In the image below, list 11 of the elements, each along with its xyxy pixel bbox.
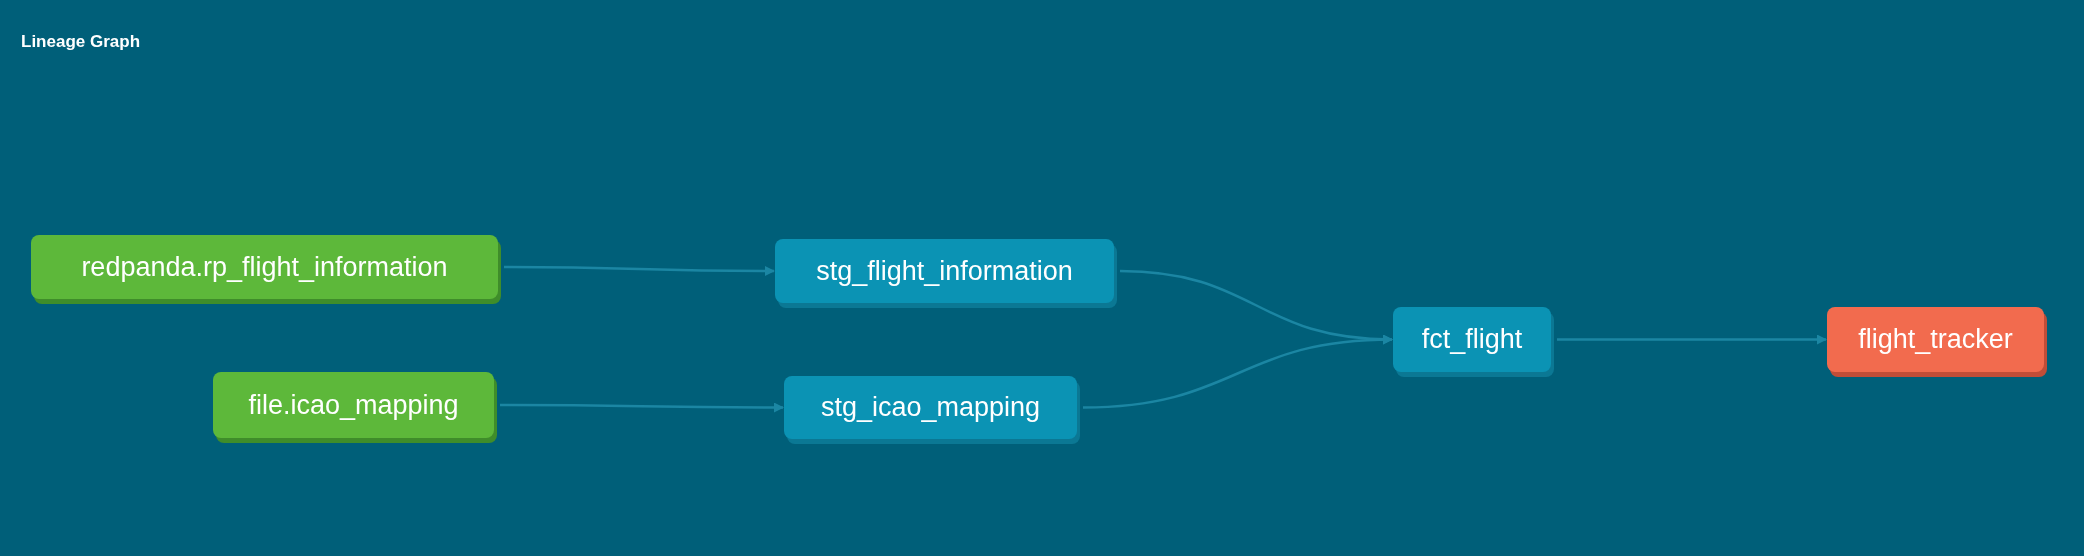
node-label: stg_flight_information <box>816 255 1073 287</box>
connector-arrow <box>1082 334 1393 409</box>
node-label: flight_tracker <box>1858 324 2013 355</box>
connector-arrow <box>500 402 784 413</box>
graph-title: Lineage Graph <box>21 32 141 52</box>
connector-arrow <box>504 265 775 276</box>
node-label: fct_flight <box>1421 324 1523 355</box>
node-label: stg_icao_mapping <box>820 392 1041 423</box>
connector-arrow <box>1557 334 1827 345</box>
node-label: file.icao_mapping <box>248 389 459 421</box>
node-label: redpanda.rp_flight_information <box>81 251 448 283</box>
